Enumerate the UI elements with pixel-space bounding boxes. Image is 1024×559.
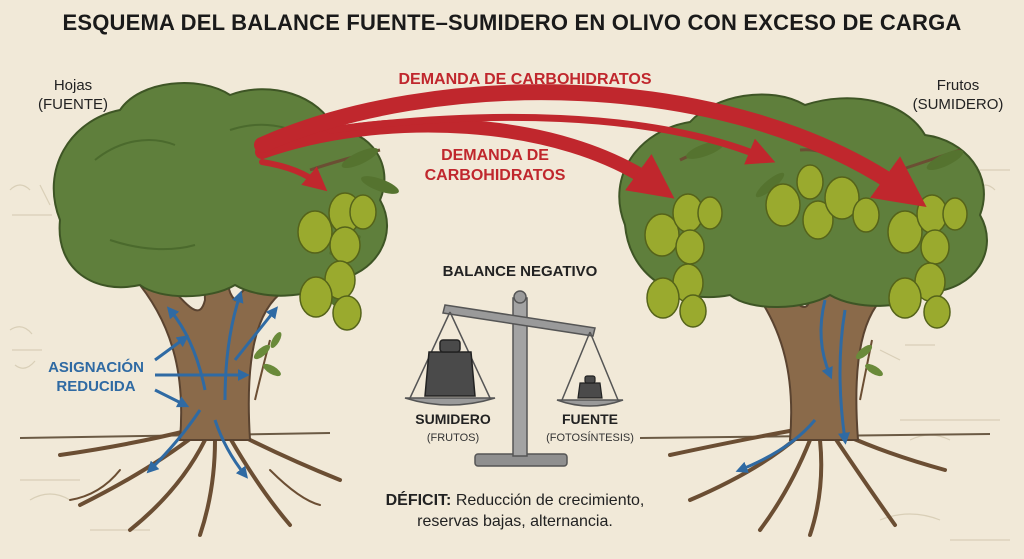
left-olive-cluster bbox=[297, 147, 399, 331]
demand-label-middle-line1: DEMANDA DE bbox=[441, 147, 549, 164]
right-tree-label-line2: (SUMIDERO) bbox=[912, 96, 1004, 113]
demand-arrow-to-left-cluster bbox=[259, 159, 328, 192]
light-weight bbox=[577, 382, 603, 399]
demand-arrow-to-cluster-c bbox=[254, 84, 927, 207]
source-pan-label: FUENTE (FOTOSÍNTESIS) bbox=[530, 410, 650, 448]
scale-pivot bbox=[513, 290, 527, 304]
demand-arrows bbox=[254, 84, 927, 207]
demand-label-top: DEMANDA DE CARBOHIDRATOS bbox=[398, 71, 652, 88]
right-allocation-arrows bbox=[735, 299, 850, 473]
heavy-weight bbox=[424, 351, 476, 397]
deficit-text-line1: Reducción de crecimiento, bbox=[451, 492, 645, 509]
right-sprout bbox=[855, 339, 883, 401]
right-tree-label: Frutos (SUMIDERO) bbox=[898, 76, 1018, 114]
left-tree-roots bbox=[58, 428, 342, 537]
scale-left-pan bbox=[404, 311, 496, 406]
allocation-label-line2: REDUCIDA bbox=[56, 378, 136, 395]
right-tree-roots bbox=[668, 428, 947, 537]
scale-right-pan bbox=[556, 331, 624, 407]
sink-pan-label: SUMIDERO (FRUTOS) bbox=[398, 410, 508, 448]
left-tree-label-line1: Hojas bbox=[53, 77, 93, 94]
scale-beam bbox=[442, 304, 596, 337]
deficit-text-line2: reservas bajas, alternancia. bbox=[417, 513, 613, 530]
deficit-note: DÉFICIT: Reducción de crecimiento, reser… bbox=[340, 490, 690, 532]
source-pan-label-sub: (FOTOSÍNTESIS) bbox=[546, 432, 634, 444]
left-tree-label: Hojas (FUENTE) bbox=[18, 76, 128, 114]
allocation-label: ASIGNACIÓN REDUCIDA bbox=[40, 358, 152, 396]
left-tree bbox=[52, 82, 399, 537]
sink-pan-label-main: SUMIDERO bbox=[415, 411, 491, 427]
demand-arrow-to-cluster-b bbox=[326, 113, 776, 165]
right-tree-label-line1: Frutos bbox=[936, 77, 980, 94]
allocation-label-line1: ASIGNACIÓN bbox=[48, 359, 144, 376]
source-pan-label-main: FUENTE bbox=[562, 411, 618, 427]
diagram-title: ESQUEMA DEL BALANCE FUENTE–SUMIDERO EN O… bbox=[62, 10, 962, 35]
demand-label-middle: DEMANDA DE CARBOHIDRATOS bbox=[405, 146, 585, 186]
balance-title: BALANCE NEGATIVO bbox=[442, 263, 598, 280]
balance-scale bbox=[404, 290, 624, 467]
left-sprout bbox=[253, 332, 282, 401]
sink-pan-label-sub: (FRUTOS) bbox=[426, 432, 480, 444]
left-tree-label-line2: (FUENTE) bbox=[38, 96, 108, 113]
deficit-note-line1: DÉFICIT: Reducción de crecimiento, bbox=[340, 490, 690, 511]
demand-arrow-to-cluster-a bbox=[255, 118, 675, 199]
right-tree bbox=[618, 93, 988, 537]
left-allocation-arrows bbox=[146, 290, 278, 479]
demand-label-middle-line2: CARBOHIDRATOS bbox=[424, 167, 566, 184]
deficit-label: DÉFICIT: bbox=[385, 492, 452, 509]
